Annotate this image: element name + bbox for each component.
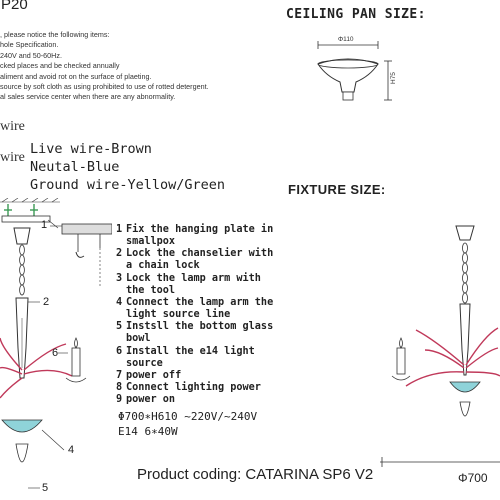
assembly-arms (0, 337, 73, 399)
step-continuation: bowl (126, 333, 151, 345)
assembly-candle (71, 347, 81, 377)
callout-6: 6 (52, 347, 59, 359)
candle-sleeve (396, 347, 406, 375)
fixture-size-title: FIXTURE SIZE: (288, 182, 386, 197)
step-text: Instsll the bottom glass (126, 321, 274, 333)
step-text: Connect the lamp arm the (126, 296, 274, 308)
fixture-diameter-label: Φ700 (458, 471, 488, 485)
bracket-screws (4, 204, 38, 216)
notice-line: cked places and be checked annually (0, 61, 120, 71)
fixture-drawing (380, 225, 500, 467)
step-text: Lock the chanselier with (126, 248, 274, 260)
detail-hook (75, 251, 85, 258)
pan-diameter-label: Φ110 (338, 36, 354, 43)
wire-label-b: wire (0, 150, 25, 165)
wire-live: Live wire-Brown (30, 141, 152, 157)
fixture-arms (405, 327, 500, 387)
step-text: Install the e14 light (126, 345, 255, 357)
step-text: power off (126, 369, 182, 381)
ceiling-pan-drawing (317, 41, 392, 101)
notice-line: hole Specification. (0, 40, 59, 50)
callout-leaders (28, 225, 68, 489)
callout-2: 2 (43, 296, 50, 308)
model-code: P20 (1, 0, 28, 13)
detail-ceiling (61, 223, 112, 235)
assembly-chain (19, 244, 25, 296)
fixture-stem (459, 303, 471, 376)
mounting-plate (1, 215, 51, 223)
step-text: power on (126, 394, 176, 406)
product-coding: Product coding: CATARINA SP6 V2 (137, 466, 374, 483)
ceiling-pan-title: CEILING PAN SIZE: (286, 7, 426, 22)
notice-line: source by soft cloth as using prohibited… (0, 81, 209, 91)
wire-label-a: wire (0, 119, 25, 134)
callout-4: 4 (68, 444, 75, 456)
step-text: Lock the lamp arm with (126, 272, 261, 284)
spec-bulbs: E14 6∗40W (118, 425, 178, 438)
step-continuation: light source line (126, 309, 231, 321)
fixture-canopy (455, 225, 475, 241)
fixture-finial (459, 401, 471, 417)
wire-color-list: Live wire-Brown Neutal-Blue Ground wire-… (30, 140, 225, 194)
ceiling-pan-shape (317, 58, 379, 93)
notice-line: al sales service center when there are a… (0, 92, 176, 102)
fixture-chain (462, 242, 468, 304)
assembly-canopy (13, 227, 31, 245)
callout-5: 5 (42, 482, 49, 494)
step-text: Fix the hanging plate in (126, 224, 274, 235)
step-continuation: smallpox (126, 236, 176, 248)
step-continuation: a chain lock (126, 260, 200, 272)
ceiling-hatch (0, 198, 60, 203)
notice-text: , please notice the following items: hol… (0, 30, 290, 103)
step-continuation: source (126, 357, 163, 369)
pan-height-label: H75 (390, 72, 397, 84)
notice-line: aliment and avoid rot on the surface of … (0, 71, 152, 81)
step-text: Connect lighting power (126, 382, 261, 394)
callout-1: 1 (41, 219, 48, 231)
assembly-finial (15, 443, 29, 463)
wire-ground: Ground wire-Yellow/Green (30, 177, 226, 193)
spec-dimensions-voltage: Φ700∗H610 ~220V/~240V (118, 410, 258, 423)
wire-neutral: Neutal-Blue (30, 159, 120, 175)
notice-line: , please notice the following items: (0, 30, 110, 39)
fixture-bowl (449, 381, 481, 393)
candle-flame (399, 337, 403, 349)
step-continuation: the tool (126, 284, 176, 296)
assembly-bowl (1, 419, 43, 433)
assembly-drawing (0, 198, 112, 489)
notice-line: 240V and 50-60Hz. (0, 50, 62, 60)
